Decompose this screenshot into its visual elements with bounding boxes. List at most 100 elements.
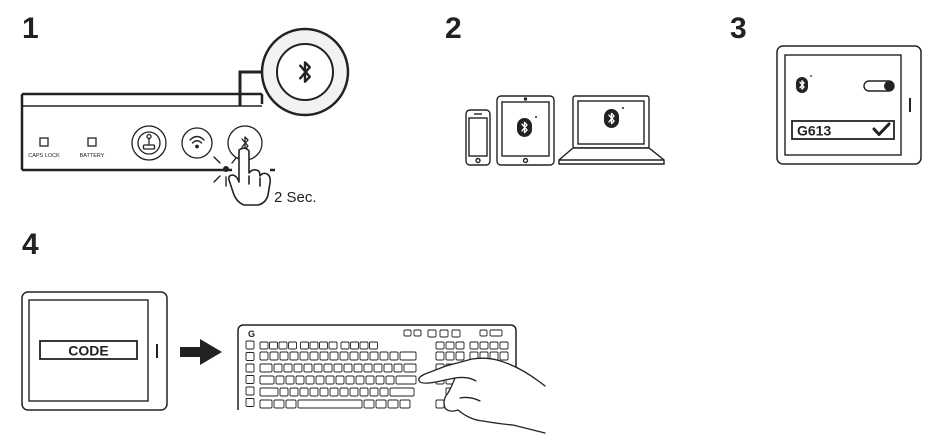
keyboard-key: [293, 363, 303, 373]
keyboard-key: [375, 399, 387, 409]
keyboard-key: [489, 329, 503, 337]
keyboard-key: [359, 351, 369, 361]
keyboard-key: [349, 351, 359, 361]
keyboard-key: [455, 341, 465, 350]
keyboard-key: [325, 375, 335, 385]
keyboard-key: [363, 363, 373, 373]
smartphone: [465, 109, 491, 166]
keyboard-key: [339, 351, 349, 361]
pressing-hand: [228, 147, 271, 206]
keyboard-key: [273, 363, 283, 373]
keyboard-key: [403, 363, 417, 373]
device-name-label: G613: [797, 123, 831, 139]
keyboard-key: [427, 329, 437, 338]
keyboard-key: [323, 363, 333, 373]
keyboard-key: [387, 399, 399, 409]
keyboard-key: [349, 387, 359, 397]
keyboard-key: [329, 387, 339, 397]
logitech-g-logo: G: [248, 329, 255, 339]
keyboard-key: [479, 341, 489, 350]
bluetooth-icon: [796, 75, 812, 93]
keyboard-key: [363, 399, 375, 409]
keyboard-key: [259, 351, 269, 361]
hold-time-label: 2 Sec.: [274, 189, 317, 206]
laptop: [558, 95, 665, 165]
keyboard-key: [269, 341, 278, 350]
keyboard-key: [489, 341, 499, 350]
keyboard-key: [413, 329, 422, 337]
bluetooth-callout: [260, 27, 350, 117]
keyboard-key: [319, 387, 329, 397]
joystick-icon: [142, 133, 156, 150]
keyboard-key: [359, 341, 369, 350]
keyboard-key: [395, 375, 417, 385]
tablet-settings-screen: [776, 45, 922, 165]
keyboard-key: [303, 363, 313, 373]
caps-lock-label: CAPS LOCK: [28, 153, 60, 159]
keyboard-key: [273, 399, 285, 409]
keyboard-key: [345, 375, 355, 385]
flash-burst: [209, 156, 237, 187]
bluetooth-icon: [604, 107, 624, 128]
keyboard-key: [289, 387, 299, 397]
keyboard-key: [319, 341, 328, 350]
keyboard-key: [299, 387, 309, 397]
keyboard-key: [245, 340, 255, 350]
keyboard-key: [283, 363, 293, 373]
keyboard-key: [245, 352, 255, 361]
keyboard-key: [245, 375, 255, 384]
keyboard-key: [259, 399, 273, 409]
keyboard-key: [309, 341, 319, 350]
keyboard-key: [355, 375, 365, 385]
keyboard-key: [399, 399, 411, 409]
keyboard-key: [288, 341, 297, 350]
keyboard-key: [259, 387, 279, 397]
device-list-item[interactable]: G613: [791, 120, 895, 140]
keyboard-key: [259, 363, 273, 373]
keyboard-key: [245, 363, 255, 373]
keyboard-key: [285, 375, 295, 385]
keyboard-key: [259, 375, 275, 385]
keyboard-key: [305, 375, 315, 385]
keyboard-key: [389, 387, 415, 397]
keyboard-key: [403, 329, 412, 337]
bluetooth-icon: [517, 116, 537, 137]
step-1-number: 1: [22, 12, 39, 45]
battery-indicator: BATTERY: [80, 137, 105, 159]
code-field[interactable]: CODE: [39, 340, 138, 360]
keyboard-key: [499, 351, 509, 361]
keyboard-key: [499, 341, 509, 350]
keyboard-key: [385, 375, 395, 385]
keyboard-key: [285, 399, 297, 409]
keyboard-key: [289, 351, 299, 361]
keyboard-key: [439, 329, 449, 338]
keyboard-key: [259, 341, 269, 350]
step-3-number: 3: [730, 12, 747, 45]
keyboard-key: [329, 351, 339, 361]
keyboard-key: [435, 399, 445, 409]
bluetooth-toggle[interactable]: [863, 80, 895, 92]
gaming-mode-button[interactable]: [131, 125, 167, 161]
keyboard-key: [275, 375, 285, 385]
keyboard-key: [278, 341, 288, 350]
keyboard-key: [300, 341, 309, 350]
keyboard-key: [279, 387, 289, 397]
keyboard-key: [333, 363, 343, 373]
keyboard-key: [340, 341, 350, 350]
keyboard-key: [353, 363, 363, 373]
keyboard-key: [469, 341, 479, 350]
keyboard-key: [309, 387, 319, 397]
wireless-button[interactable]: [181, 127, 213, 159]
keyboard-key: [445, 351, 455, 361]
keyboard-key: [369, 341, 378, 350]
keyboard-key: [269, 351, 279, 361]
keyboard-key: [319, 351, 329, 361]
keyboard-key: [313, 363, 323, 373]
battery-label: BATTERY: [80, 153, 105, 159]
keyboard-key: [435, 341, 445, 350]
keyboard-key: [350, 341, 359, 350]
keyboard-key: [369, 351, 379, 361]
typing-hand: [418, 357, 546, 434]
keyboard-key: [379, 387, 389, 397]
